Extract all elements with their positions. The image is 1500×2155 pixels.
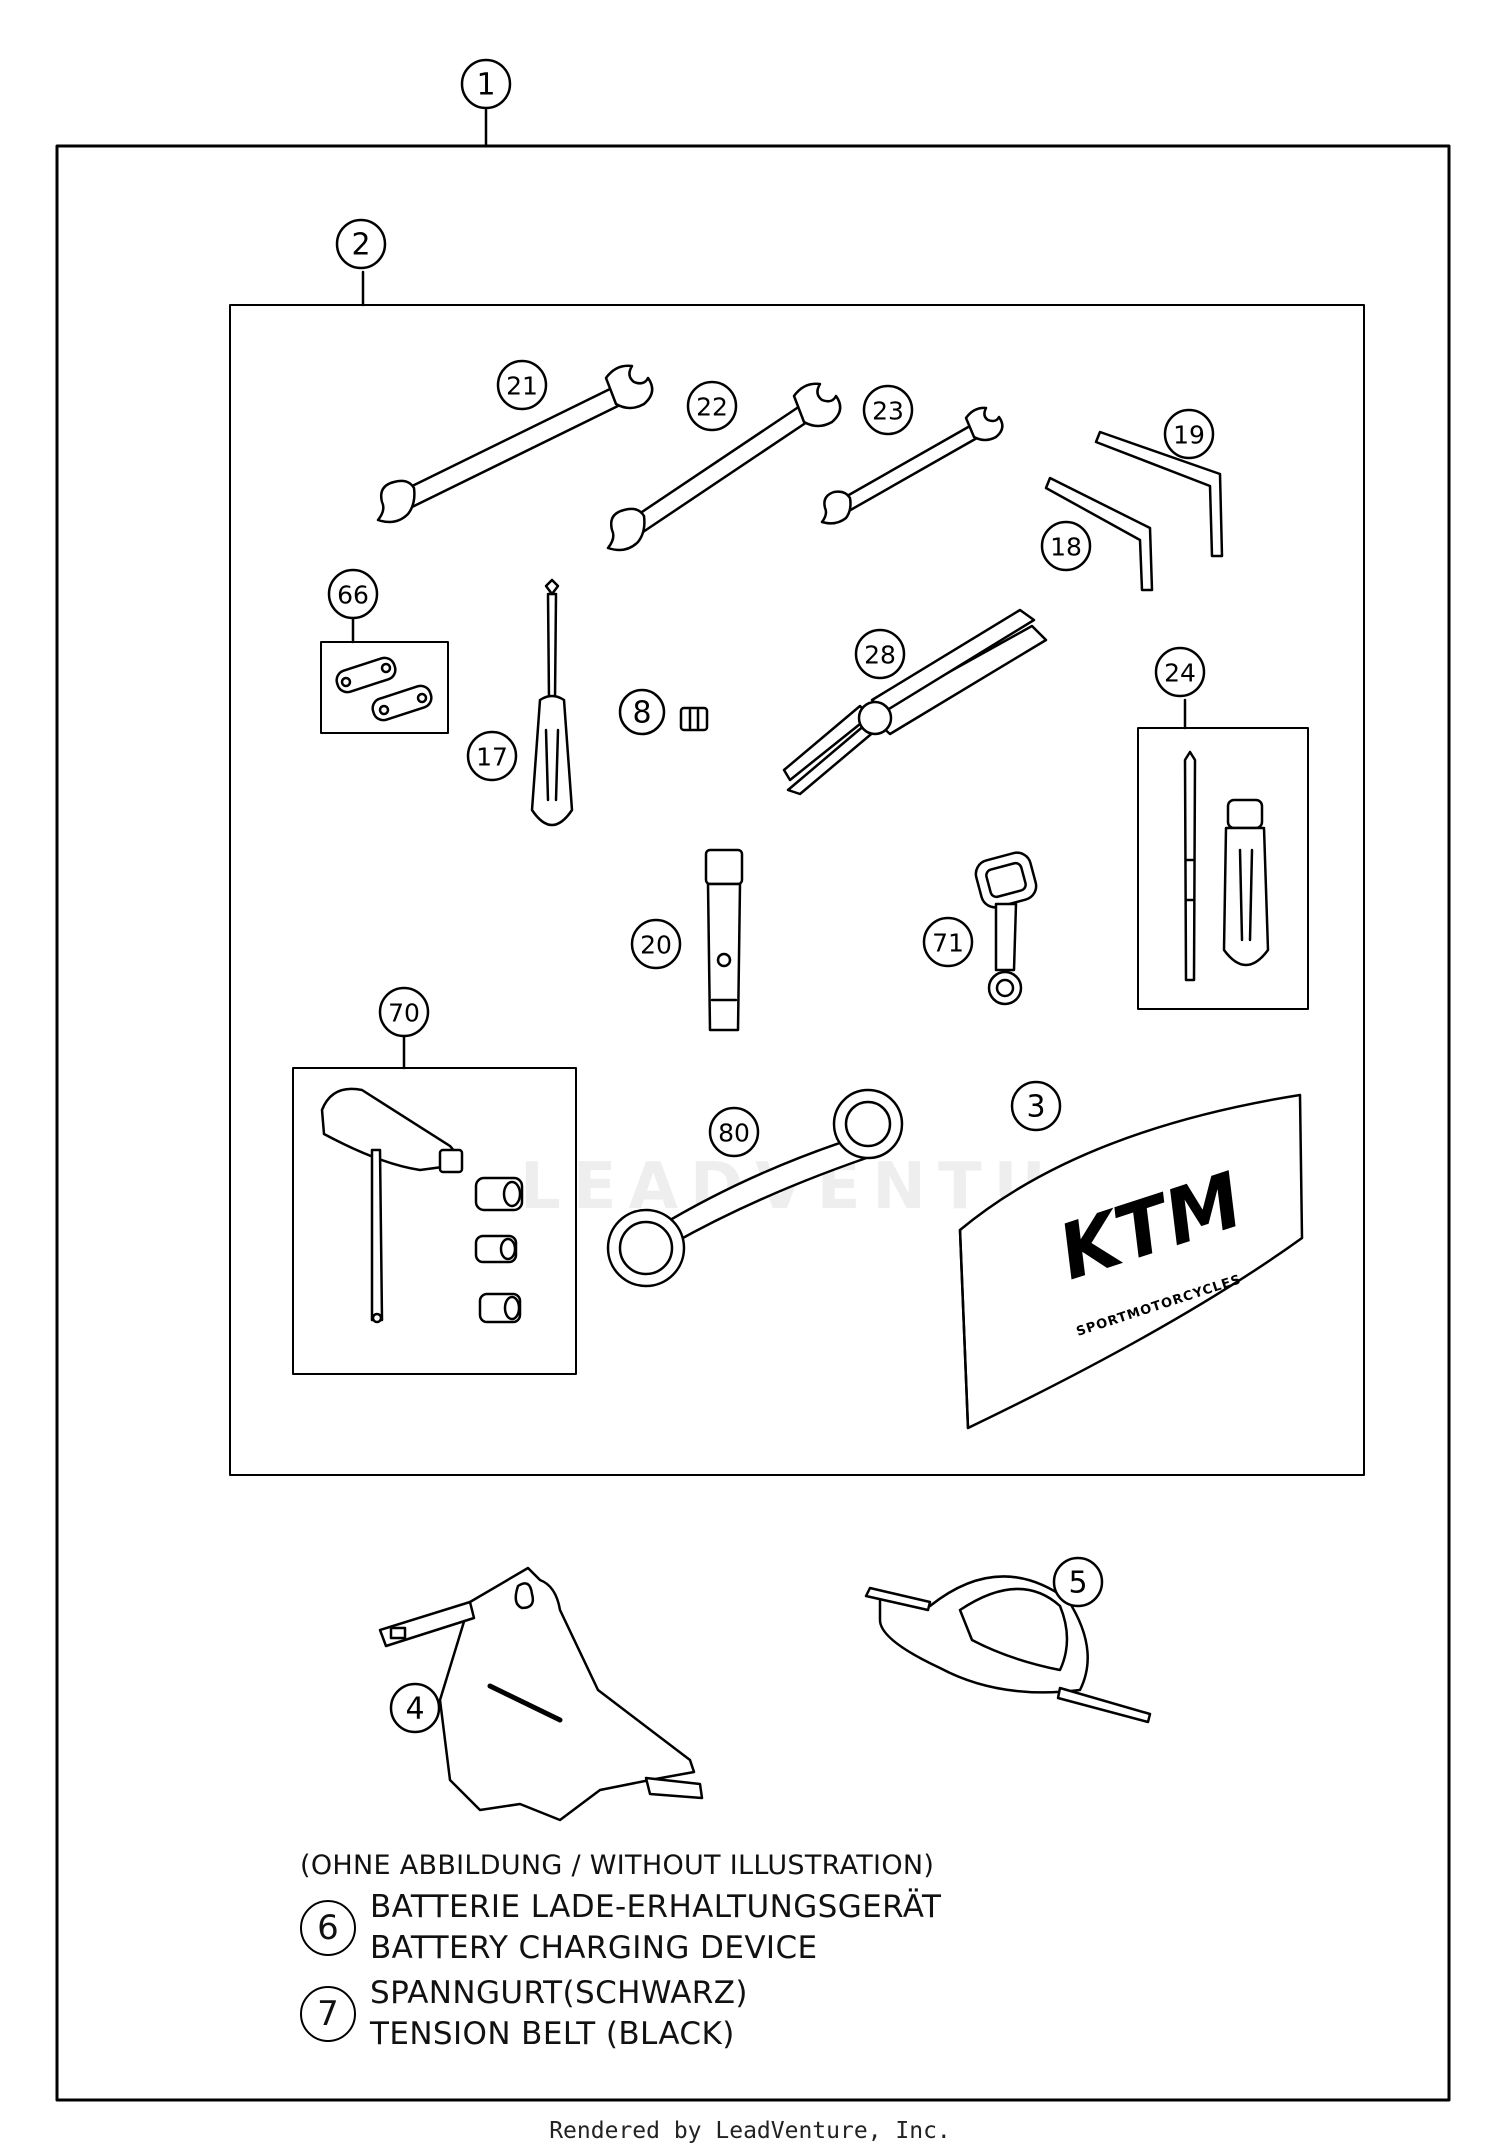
callout-18: 18 — [1050, 533, 1082, 562]
legend-item-number: 7 — [300, 1986, 356, 2042]
pliers-28-icon — [782, 608, 1048, 796]
callout-17: 17 — [476, 743, 508, 772]
legend-item-german: BATTERIE LADE-ERHALTUNGSGERÄT — [370, 1889, 942, 1925]
callout-66: 66 — [337, 581, 369, 610]
callout-19: 19 — [1173, 421, 1205, 450]
callout-2: 2 — [351, 228, 370, 263]
allen-key-18-icon — [1044, 476, 1154, 592]
callout-5: 5 — [1068, 1566, 1087, 1601]
t-handle-set-box — [292, 1067, 577, 1375]
callout-24: 24 — [1164, 659, 1196, 688]
callout-20: 20 — [640, 931, 672, 960]
skid-plate-4-icon — [378, 1566, 704, 1822]
fuse-8-icon — [679, 706, 709, 732]
open-end-wrench-23-icon — [820, 406, 1004, 525]
spark-plug-wrench-20-icon — [704, 848, 744, 1032]
cover-5-icon — [864, 1575, 1152, 1724]
legend-item-english: TENSION BELT (BLACK) — [370, 2016, 735, 2052]
ring-wrench-80-icon — [606, 1088, 904, 1288]
legend-item-english: BATTERY CHARGING DEVICE — [370, 1930, 818, 1966]
screwdriver-bit-24-icon — [1183, 750, 1197, 982]
callout-80: 80 — [718, 1119, 750, 1148]
callout-4: 4 — [405, 1692, 424, 1727]
callout-8: 8 — [632, 696, 651, 731]
callout-1: 1 — [476, 68, 495, 103]
special-wrench-71-icon — [974, 851, 1038, 1006]
legend-note: (OHNE ABBILDUNG / WITHOUT ILLUSTRATION) — [300, 1850, 935, 1881]
t-handle-70-icon — [320, 1087, 464, 1324]
toolkit-frame — [229, 304, 1365, 1476]
callout-71: 71 — [932, 929, 964, 958]
legend-item-number: 6 — [300, 1900, 356, 1956]
legend: (OHNE ABBILDUNG / WITHOUT ILLUSTRATION) … — [300, 1850, 1100, 2055]
screwdriver-handle-24-icon — [1222, 798, 1270, 967]
callout-21: 21 — [506, 372, 538, 401]
callout-22: 22 — [696, 393, 728, 422]
legend-item: 6 BATTERIE LADE-ERHALTUNGSGERÄT BATTERY … — [300, 1887, 1100, 1969]
open-end-wrench-22-icon — [606, 382, 842, 552]
outer-frame — [55, 144, 1451, 2102]
callout-28: 28 — [864, 641, 896, 670]
allen-key-19-icon — [1094, 430, 1224, 558]
callout-70: 70 — [388, 999, 420, 1028]
legend-item: 7 SPANNGURT(SCHWARZ) TENSION BELT (BLACK… — [300, 1973, 1100, 2055]
screwdriver-17-icon — [530, 578, 574, 827]
legend-item-german: SPANNGURT(SCHWARZ) — [370, 1975, 748, 2011]
owners-manual-3-icon — [958, 1093, 1304, 1430]
callout-3: 3 — [1026, 1090, 1045, 1125]
chain-link-box — [320, 641, 449, 734]
open-end-wrench-21-icon — [376, 364, 654, 524]
screwdriver-set-box — [1137, 727, 1309, 1010]
chain-link-66-icon — [335, 656, 433, 722]
footer-credit: Rendered by LeadVenture, Inc. — [549, 2118, 951, 2144]
callout-23: 23 — [872, 397, 904, 426]
socket-icon — [474, 1176, 524, 1324]
